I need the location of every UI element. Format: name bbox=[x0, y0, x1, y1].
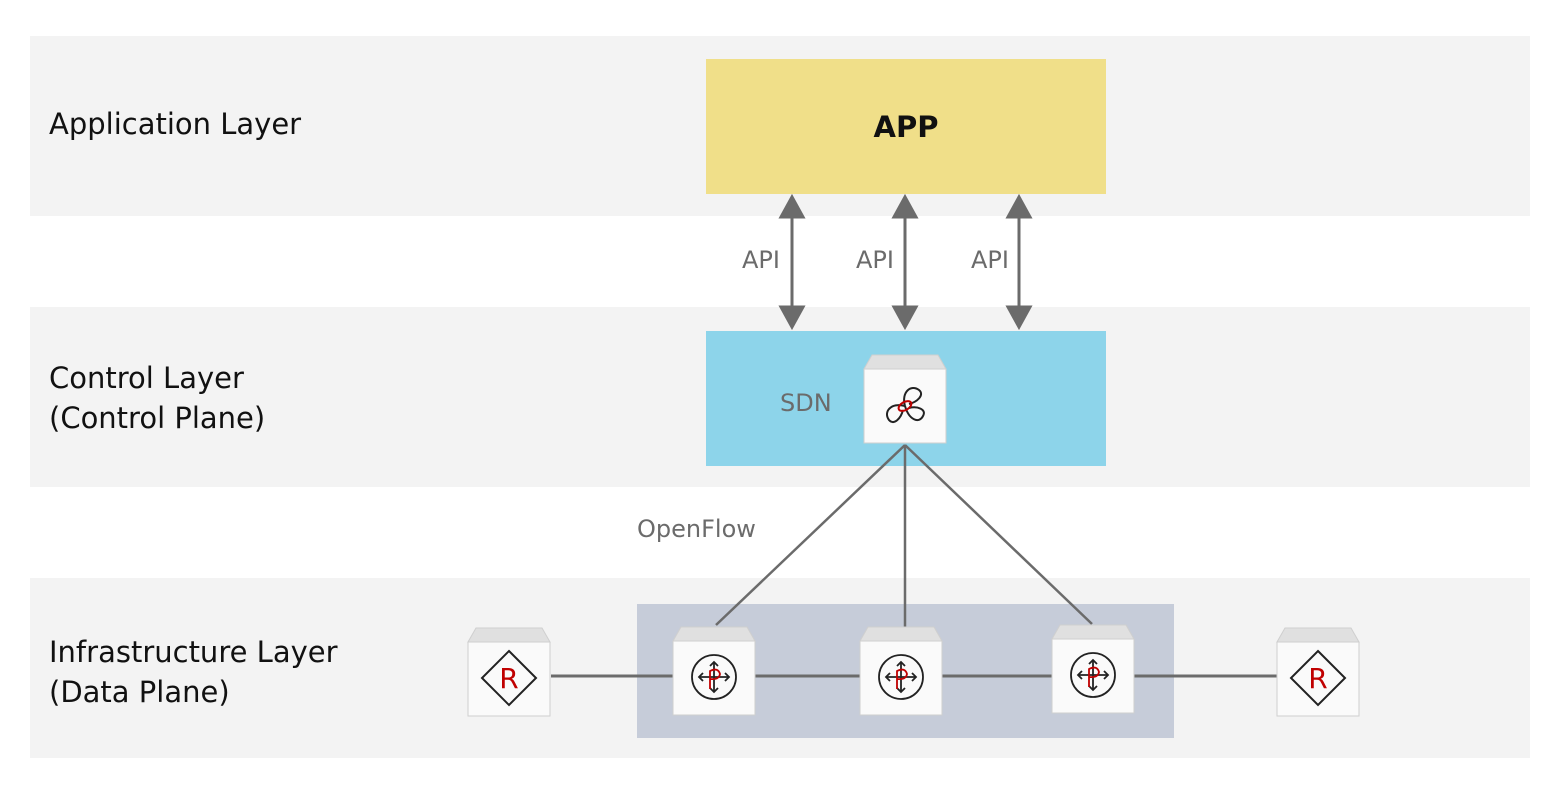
api-label-1: API bbox=[742, 246, 780, 274]
openflow-link-1 bbox=[715, 444, 906, 626]
api-arrows bbox=[778, 193, 1033, 331]
sdn-controller-icon bbox=[863, 354, 947, 444]
router-icon: R bbox=[467, 627, 551, 717]
api-label-2: API bbox=[856, 246, 894, 274]
openflow-links bbox=[715, 444, 1093, 627]
app-label: APP bbox=[873, 109, 939, 144]
router-icon: R bbox=[1276, 627, 1360, 717]
infrastructure-layer-label: Infrastructure Layer (Data Plane) bbox=[49, 635, 338, 709]
switch-icon bbox=[859, 626, 943, 716]
switch-icon bbox=[672, 626, 756, 716]
router-letter: R bbox=[499, 662, 518, 695]
app-box: APP bbox=[706, 59, 1106, 194]
application-layer-label: Application Layer bbox=[49, 107, 302, 141]
router-letter: R bbox=[1308, 662, 1327, 695]
sdn-label: SDN bbox=[780, 389, 832, 417]
api-label-3: API bbox=[971, 246, 1009, 274]
openflow-link-3 bbox=[904, 444, 1093, 625]
openflow-label: OpenFlow bbox=[637, 515, 756, 543]
control-layer-label: Control Layer (Control Plane) bbox=[49, 361, 266, 435]
switch-icon bbox=[1051, 624, 1135, 714]
